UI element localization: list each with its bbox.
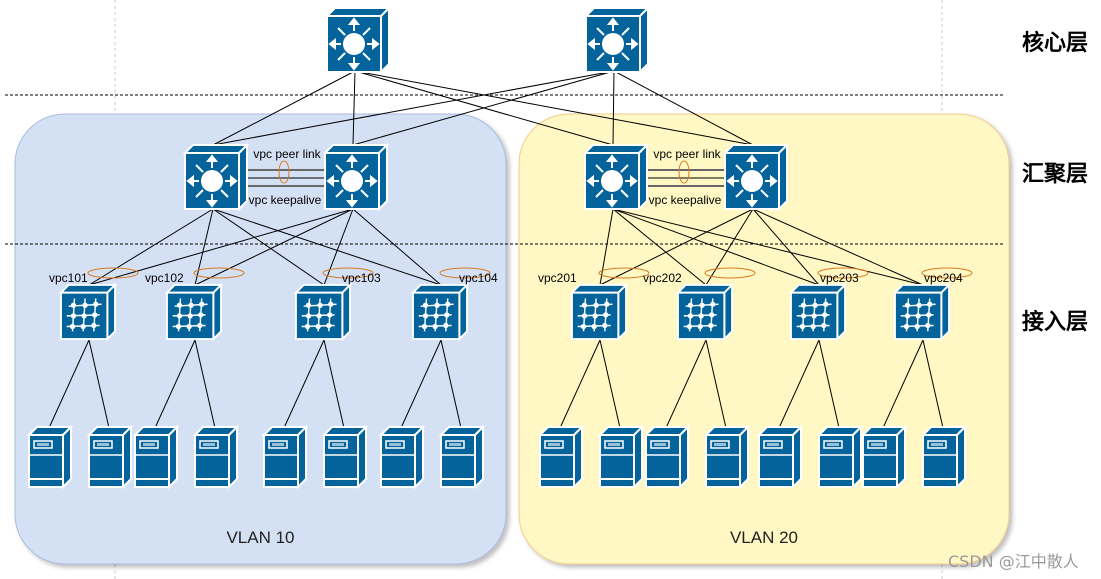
access-uplink [212, 208, 442, 286]
access-uplink [212, 208, 325, 286]
server-link [440, 339, 462, 429]
core-switch-icon[interactable] [585, 7, 649, 73]
server-icon[interactable] [440, 426, 484, 488]
server-link [599, 339, 621, 429]
access-switch-label: vpc103 [342, 271, 381, 285]
core-uplink [354, 70, 614, 146]
access-switch-icon[interactable] [570, 283, 628, 341]
access-uplink [752, 208, 924, 286]
server-link [88, 339, 110, 429]
server-icon[interactable] [599, 426, 643, 488]
vpc-ring [921, 267, 973, 279]
server-link [194, 339, 216, 429]
access-switch-icon[interactable] [893, 283, 951, 341]
server-icon[interactable] [818, 426, 862, 488]
server-icon[interactable] [134, 426, 178, 488]
access-uplink [612, 208, 707, 286]
access-switch-label: vpc104 [459, 271, 498, 285]
layer-label-aggregation: 汇聚层 [1022, 162, 1088, 187]
vpc-peer-ring [278, 160, 290, 184]
server-icon[interactable] [323, 426, 367, 488]
access-switch-label: vpc201 [538, 271, 577, 285]
server-icon[interactable] [922, 426, 966, 488]
aggregation-switch-icon[interactable] [584, 144, 648, 210]
server-link [778, 339, 820, 429]
server-icon[interactable] [380, 426, 424, 488]
access-uplink [599, 208, 754, 286]
access-uplink [352, 208, 442, 286]
core-uplink [352, 70, 356, 146]
server-icon[interactable] [705, 426, 749, 488]
server-link [283, 339, 325, 429]
access-switch-icon[interactable] [59, 283, 117, 341]
vpc-ring [598, 267, 650, 279]
access-uplink [599, 208, 614, 286]
server-link [323, 339, 345, 429]
vpc-peer-link-label: vpc peer link [253, 147, 321, 161]
server-link [882, 339, 924, 429]
access-uplink [612, 208, 820, 286]
vlan-label: VLAN 10 [226, 528, 294, 547]
access-uplink [612, 208, 924, 286]
access-switch-icon[interactable] [411, 283, 469, 341]
server-icon[interactable] [539, 426, 583, 488]
vpc-peer-link-label: vpc peer link [653, 147, 721, 161]
layer-label-core: 核心层 [1022, 30, 1088, 56]
vpc-ring [193, 267, 245, 279]
server-link [818, 339, 840, 429]
access-uplink [323, 208, 354, 286]
access-switch-icon[interactable] [789, 283, 847, 341]
server-icon[interactable] [194, 426, 238, 488]
core-uplink [212, 70, 615, 146]
vpc-keepalive-label: vpc keepalive [249, 193, 322, 207]
vpc-peer-ring [678, 160, 690, 184]
aggregation-switch-icon[interactable] [184, 144, 248, 210]
access-uplink [194, 208, 214, 286]
server-icon[interactable] [862, 426, 906, 488]
watermark: CSDN @江中散人 [948, 552, 1079, 571]
core-switch-icon[interactable] [326, 7, 390, 73]
core-uplink [212, 70, 356, 146]
core-uplink [612, 70, 615, 146]
server-link [705, 339, 727, 429]
access-uplink [752, 208, 820, 286]
access-switch-label: vpc102 [145, 271, 184, 285]
aggregation-switch-icon[interactable] [724, 144, 788, 210]
vpc-ring [817, 267, 869, 279]
access-uplink [705, 208, 754, 286]
access-switch-label: vpc101 [49, 271, 88, 285]
server-icon[interactable] [645, 426, 689, 488]
server-link [154, 339, 196, 429]
core-uplink [354, 70, 754, 146]
aggregation-switch-icon[interactable] [324, 144, 388, 210]
access-uplink [88, 208, 354, 286]
vpc-ring [704, 267, 756, 279]
access-switch-icon[interactable] [294, 283, 352, 341]
server-icon[interactable] [758, 426, 802, 488]
vpc-ring [87, 267, 139, 279]
core-uplink [613, 70, 754, 146]
server-link [665, 339, 707, 429]
vpc-ring [322, 267, 374, 279]
access-switch-icon[interactable] [676, 283, 734, 341]
layer-label-access: 接入层 [1022, 310, 1088, 335]
access-switch-label: vpc203 [820, 271, 859, 285]
server-link [48, 339, 90, 429]
access-uplink [194, 208, 354, 286]
access-switch-label: vpc204 [924, 271, 963, 285]
access-switch-icon[interactable] [165, 283, 223, 341]
server-icon[interactable] [88, 426, 132, 488]
server-icon[interactable] [263, 426, 307, 488]
server-link [559, 339, 601, 429]
vpc-ring [439, 267, 491, 279]
server-link [400, 339, 442, 429]
access-uplink [88, 208, 214, 286]
access-switch-label: vpc202 [643, 271, 682, 285]
vlan-label: VLAN 20 [730, 528, 798, 547]
server-icon[interactable] [28, 426, 72, 488]
server-link [922, 339, 944, 429]
vpc-keepalive-label: vpc keepalive [649, 193, 722, 207]
